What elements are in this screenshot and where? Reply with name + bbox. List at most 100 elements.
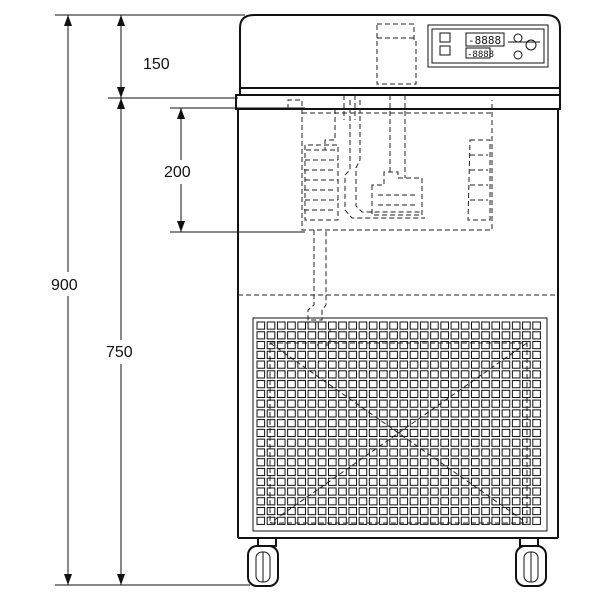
grille-cell [522,389,531,398]
grille-cell [481,350,490,359]
grille-cell [430,497,439,506]
grille-cell [276,321,286,330]
grille-cell [460,497,470,506]
grille-cell [481,497,490,506]
grille-cell [491,467,501,477]
grille-cell [511,428,521,438]
knob-icon-lower[interactable] [513,50,523,60]
grille-cell [266,487,276,496]
grille-cell [266,350,276,359]
grille-cell [297,438,306,447]
grille-cell [297,487,306,496]
grille-cell [450,380,460,389]
grille-cell [379,341,388,350]
grille-cell [450,341,460,350]
grille-cell [328,370,337,379]
grille-cell [368,399,378,408]
grille-cell [511,331,521,340]
grille-cell [481,506,490,516]
grille-cell [481,360,490,369]
grille-cell [471,360,480,369]
grille-cell [379,506,388,516]
grille-cell [430,428,439,438]
grille-cell [430,380,439,389]
grille-cell [409,399,419,408]
grille-cell [409,477,419,486]
grille-cell [409,438,419,447]
grille-cell [266,467,276,477]
grille-cell [419,448,429,457]
grille-cell [317,477,327,486]
grille-cell [276,370,286,379]
grille-cell [358,360,368,369]
grille-cell [430,370,439,379]
knob-icon-right[interactable] [525,39,537,51]
grille-cell [348,497,358,506]
grille-cell [379,487,388,496]
grille-cell [430,516,439,525]
grille-cell [256,321,266,330]
grille-cell [532,389,541,398]
grille-cell [276,497,286,506]
grille-cell [409,448,419,457]
grille-cell [471,467,480,477]
grille-cell [430,409,439,418]
grille-cell [266,409,276,418]
grille-cell [338,458,347,467]
grille-cell [368,448,378,457]
grille-cell [368,350,378,359]
grille-cell [276,399,286,408]
grille-cell [368,438,378,447]
grille-cell [276,360,286,369]
grille-cell [287,506,296,516]
grille-cell [430,350,439,359]
grille-cell [481,467,490,477]
grille-cell [491,409,501,418]
grille-cell [532,477,541,486]
dimension-label-200: 200 [164,164,191,181]
dimension-top-height: 150 [108,15,238,99]
grille-cell [471,419,480,428]
grille-cell [501,419,511,428]
grille-cell [348,370,358,379]
grille-cell [532,516,541,525]
grille-cell [338,360,347,369]
grille-cell [256,428,266,438]
grille-cell [328,467,337,477]
grille-cell [430,448,439,457]
grille-cell [522,370,531,379]
grille-cell [440,497,449,506]
knob-icon-upper[interactable] [513,33,523,43]
grille-cell [532,409,541,418]
grille-cell [379,438,388,447]
grille-cell [256,487,266,496]
grille-cell [440,331,449,340]
grille-cell [399,399,409,408]
grille-cell [522,399,531,408]
grille-cell [348,360,358,369]
grille-cell [460,506,470,516]
grille-cell [450,409,460,418]
grille-cell [450,477,460,486]
grille-cell [338,477,347,486]
grille-cell [419,477,429,486]
grille-cell [419,409,429,418]
grille-cell [491,428,501,438]
top-housing [235,14,561,110]
grille-cell [440,341,449,350]
grille-cell [379,516,388,525]
grille-cell [317,331,327,340]
grille-cell [358,419,368,428]
grille-cell [256,409,266,418]
grille-cell [368,389,378,398]
grille-cell [522,321,531,330]
grille-cell [511,506,521,516]
grille-cell [358,506,368,516]
grille-cell [501,331,511,340]
grille-cell [481,477,490,486]
grille-cell [358,331,368,340]
grille-cell [307,331,317,340]
grille-cell [409,458,419,467]
grille-cell [399,477,409,486]
grille-cell [266,370,276,379]
